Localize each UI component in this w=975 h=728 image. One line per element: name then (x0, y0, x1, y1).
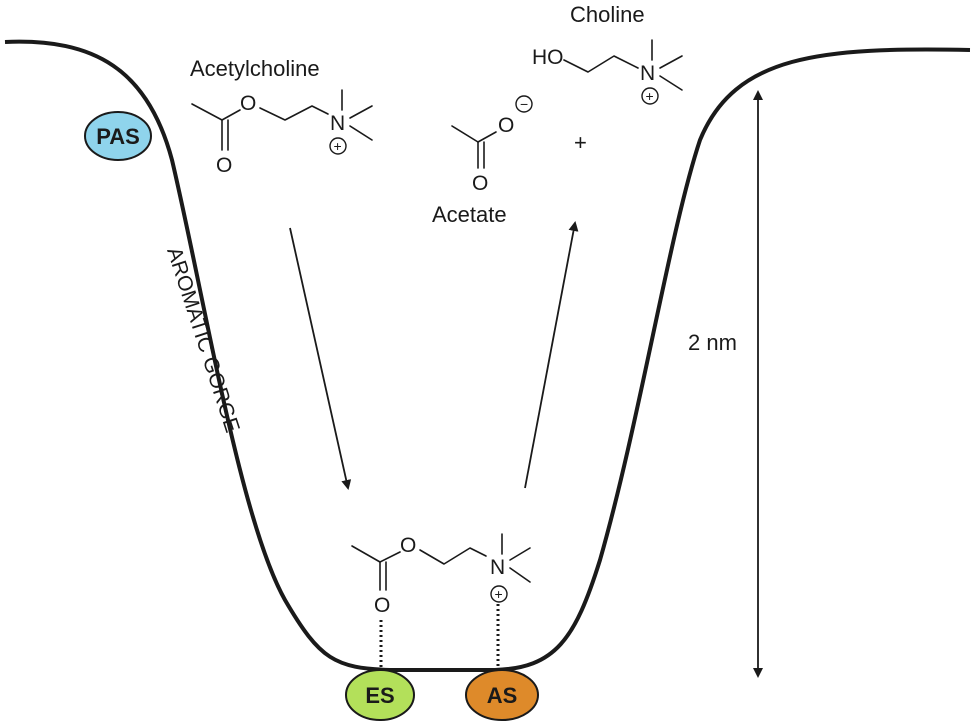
choline-label: Choline (570, 2, 645, 27)
pas-label: PAS (96, 124, 140, 149)
hydroxyl-group: HO (532, 46, 564, 69)
carbonyl-oxygen: O (216, 154, 232, 177)
acetylcholine-label: Acetylcholine (190, 56, 320, 81)
pas-ellipse (84, 111, 152, 161)
arrow-into-gorge (289, 227, 352, 490)
gorge-label: AROMATIC GORGE (162, 244, 244, 435)
bound-ester-oxygen: O (400, 534, 416, 557)
arrow-out-of-gorge (524, 221, 579, 489)
es-site: ES (345, 669, 415, 721)
acetate-carbonyl-oxygen: O (472, 172, 488, 195)
bound-charge: + (495, 586, 503, 602)
acetylcholine-structure: O O N + (191, 89, 373, 177)
acetate-oxygen: O (498, 114, 514, 137)
bound-carbonyl-oxygen: O (374, 594, 390, 617)
choline-charge: + (646, 88, 654, 104)
ester-oxygen: O (240, 92, 256, 115)
acetate-label: Acetate (432, 202, 507, 227)
scale-label: 2 nm (688, 330, 737, 355)
ammonium-nitrogen: N (330, 112, 345, 135)
acetate-charge: − (520, 96, 528, 112)
acetate-structure: O O − (451, 95, 533, 195)
ammonium-charge: + (334, 138, 342, 154)
bound-nitrogen: N (490, 556, 505, 579)
es-ellipse (345, 669, 415, 721)
es-label: ES (365, 683, 394, 708)
as-site: AS (465, 669, 539, 721)
as-ellipse (465, 669, 539, 721)
plus-sign: + (574, 130, 587, 155)
choline-nitrogen: N (640, 62, 655, 85)
pas-site: PAS (84, 111, 152, 161)
bound-acetylcholine-structure: O O N + (351, 533, 531, 617)
as-label: AS (487, 683, 518, 708)
choline-structure: HO N + (532, 39, 683, 105)
